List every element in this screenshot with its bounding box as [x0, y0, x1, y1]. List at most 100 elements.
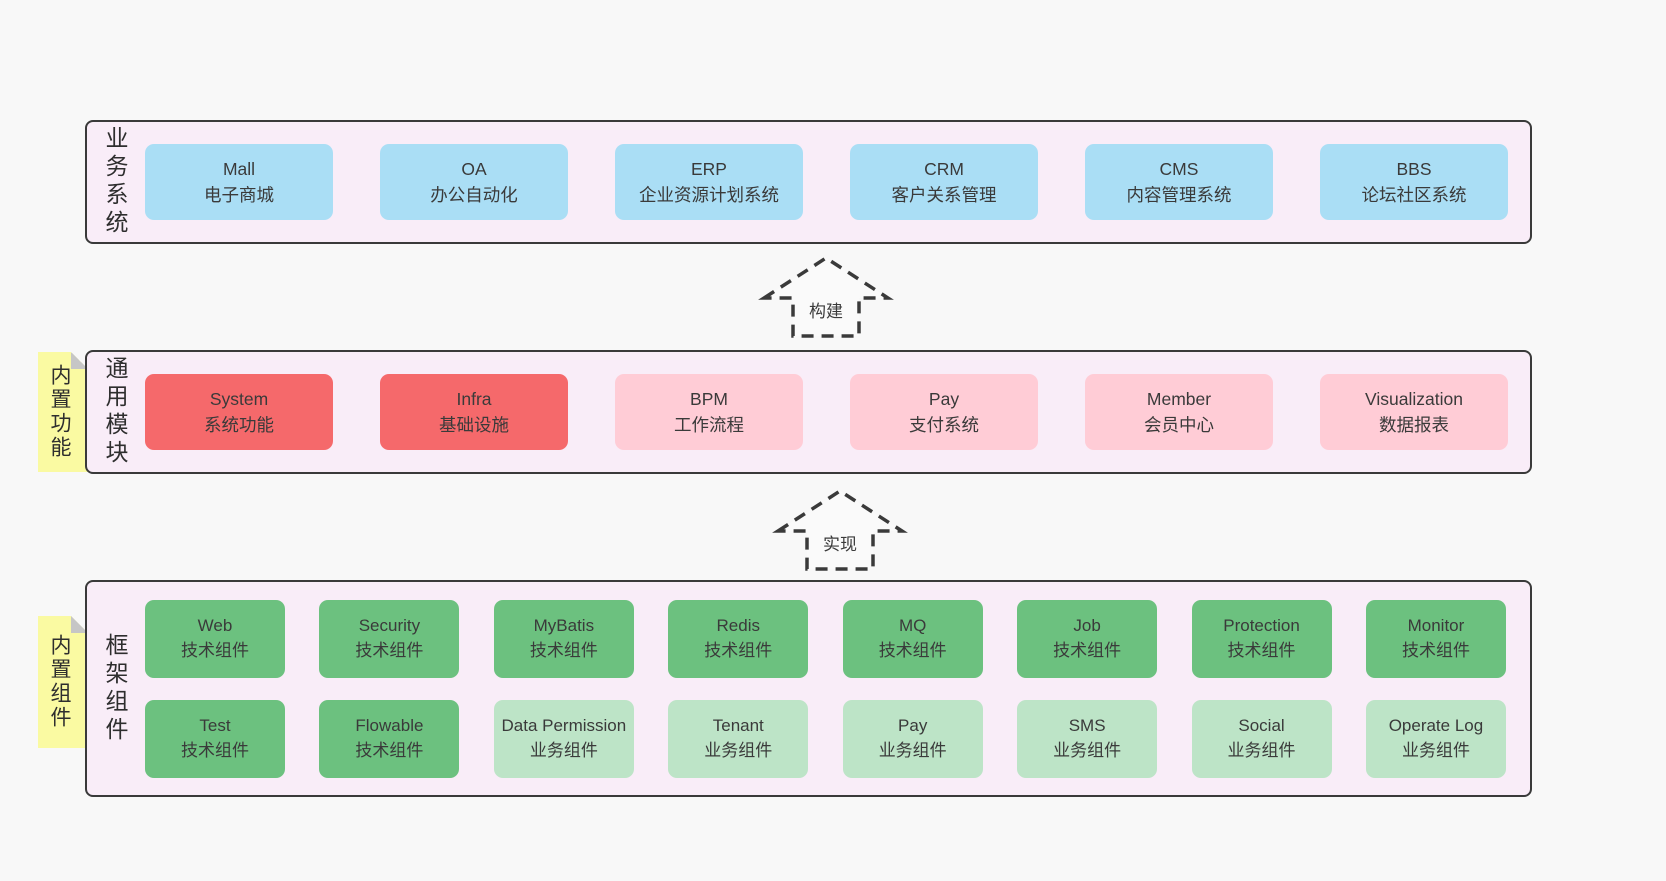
box-title: Monitor [1407, 615, 1465, 635]
band-business-systems: 业务系统 Mall 电子商城 OA 办公自动化 ERP 企业资源计划系统 CRM… [85, 120, 1532, 244]
box-subtitle: 技术组件 [529, 640, 598, 660]
box-title: Job [1073, 615, 1101, 635]
box-title: Tenant [712, 715, 764, 735]
box-system: System 系统功能 [145, 374, 333, 450]
components-row-1: Web 技术组件 Security 技术组件 MyBatis 技术组件 Redi… [145, 599, 1506, 678]
box-title: System [209, 388, 269, 409]
box-title: Pay [898, 715, 928, 735]
box-data-permission: Data Permission 业务组件 [493, 699, 634, 778]
box-job: Job 技术组件 [1017, 599, 1158, 678]
box-title: Redis [716, 615, 760, 635]
box-mq: MQ 技术组件 [842, 599, 983, 678]
sticky-tab-label: 内置功能 [48, 364, 71, 460]
box-title: Data Permission [501, 715, 627, 735]
box-subtitle: 数据报表 [1379, 415, 1449, 435]
box-title: Protection [1223, 615, 1300, 635]
up-arrow-build: 构建 [756, 252, 896, 342]
box-subtitle: 工作流程 [674, 415, 744, 435]
box-title: MQ [898, 615, 927, 635]
band-content: System 系统功能 Infra 基础设施 BPM 工作流程 Pay 支付系统… [143, 352, 1530, 472]
box-title: Social [1238, 715, 1285, 735]
box-test: Test 技术组件 [145, 699, 285, 778]
box-operate-log: Operate Log 业务组件 [1365, 699, 1506, 778]
box-title: CRM [924, 158, 964, 179]
box-sms: SMS 业务组件 [1017, 699, 1158, 778]
box-title: MyBatis [533, 615, 595, 635]
box-subtitle: 办公自动化 [430, 185, 518, 205]
components-row-2: Test 技术组件 Flowable 技术组件 Data Permission … [145, 699, 1506, 778]
band-framework-components: 框架组件 Web 技术组件 Security 技术组件 MyBatis 技术组件… [85, 580, 1532, 797]
box-subtitle: 技术组件 [181, 740, 249, 760]
band-label-framework-components: 框架组件 [102, 632, 128, 745]
box-title: Pay [928, 388, 960, 409]
box-redis: Redis 技术组件 [668, 599, 809, 678]
box-subtitle: 技术组件 [1227, 640, 1296, 660]
box-protection: Protection 技术组件 [1191, 599, 1332, 678]
box-subtitle: 基础设施 [439, 415, 509, 435]
box-subtitle: 企业资源计划系统 [639, 185, 779, 205]
box-subtitle: 会员中心 [1144, 415, 1214, 435]
band-content: Web 技术组件 Security 技术组件 MyBatis 技术组件 Redi… [143, 582, 1530, 795]
arrow-label: 构建 [804, 296, 848, 323]
box-infra: Infra 基础设施 [380, 374, 568, 450]
box-subtitle: 系统功能 [204, 415, 274, 435]
box-subtitle: 技术组件 [704, 640, 773, 660]
box-social: Social 业务组件 [1191, 699, 1332, 778]
box-title: Security [358, 615, 421, 635]
box-title: CMS [1159, 158, 1199, 179]
box-pay-system: Pay 支付系统 [850, 374, 1038, 450]
band-content: Mall 电子商城 OA 办公自动化 ERP 企业资源计划系统 CRM 客户关系… [143, 122, 1530, 242]
box-subtitle: 业务组件 [1401, 740, 1470, 760]
box-subtitle: 论坛社区系统 [1361, 185, 1467, 205]
up-arrow-implement: 实现 [770, 485, 910, 575]
box-subtitle: 技术组件 [1401, 640, 1470, 660]
box-oa: OA 办公自动化 [380, 144, 568, 220]
box-security: Security 技术组件 [319, 599, 460, 678]
box-cms: CMS 内容管理系统 [1085, 144, 1273, 220]
sticky-tab-builtin-components: 内置组件 [38, 616, 88, 748]
sticky-tab-builtin-features: 内置功能 [38, 352, 88, 472]
box-title: Member [1146, 388, 1212, 409]
box-subtitle: 业务组件 [1227, 740, 1296, 760]
box-subtitle: 内容管理系统 [1126, 185, 1232, 205]
box-web: Web 技术组件 [145, 599, 285, 678]
box-title: Test [199, 715, 231, 735]
arrow-label: 实现 [818, 529, 862, 556]
box-subtitle: 客户关系管理 [891, 185, 997, 205]
box-bpm: BPM 工作流程 [615, 374, 803, 450]
box-title: BBS [1396, 158, 1432, 179]
box-pay-component: Pay 业务组件 [842, 699, 983, 778]
box-subtitle: 电子商城 [204, 185, 274, 205]
box-subtitle: 业务组件 [704, 740, 773, 760]
box-title: ERP [691, 158, 727, 179]
box-title: BPM [690, 388, 728, 409]
band-label-common-modules: 通用模块 [102, 356, 128, 468]
band-label-business-systems: 业务系统 [102, 126, 128, 238]
box-mybatis: MyBatis 技术组件 [493, 599, 634, 678]
box-crm: CRM 客户关系管理 [850, 144, 1038, 220]
box-subtitle: 技术组件 [355, 640, 424, 660]
box-title: Infra [456, 388, 492, 409]
box-flowable: Flowable 技术组件 [319, 699, 460, 778]
box-subtitle: 业务组件 [529, 740, 598, 760]
box-subtitle: 业务组件 [1053, 740, 1122, 760]
sticky-tab-label: 内置组件 [48, 634, 71, 730]
box-title: Visualization [1365, 388, 1463, 409]
box-title: SMS [1068, 715, 1106, 735]
box-subtitle: 业务组件 [878, 740, 947, 760]
box-subtitle: 技术组件 [1053, 640, 1122, 660]
box-mall: Mall 电子商城 [145, 144, 333, 220]
box-title: OA [461, 158, 487, 179]
box-subtitle: 技术组件 [355, 740, 424, 760]
band-common-modules: 通用模块 System 系统功能 Infra 基础设施 BPM 工作流程 Pay… [85, 350, 1532, 474]
box-visualization: Visualization 数据报表 [1320, 374, 1508, 450]
box-subtitle: 支付系统 [909, 415, 979, 435]
box-subtitle: 技术组件 [878, 640, 947, 660]
box-title: Web [197, 615, 233, 635]
box-erp: ERP 企业资源计划系统 [615, 144, 803, 220]
box-member: Member 会员中心 [1085, 374, 1273, 450]
box-title: Operate Log [1388, 715, 1484, 735]
box-tenant: Tenant 业务组件 [668, 699, 809, 778]
box-monitor: Monitor 技术组件 [1365, 599, 1506, 678]
